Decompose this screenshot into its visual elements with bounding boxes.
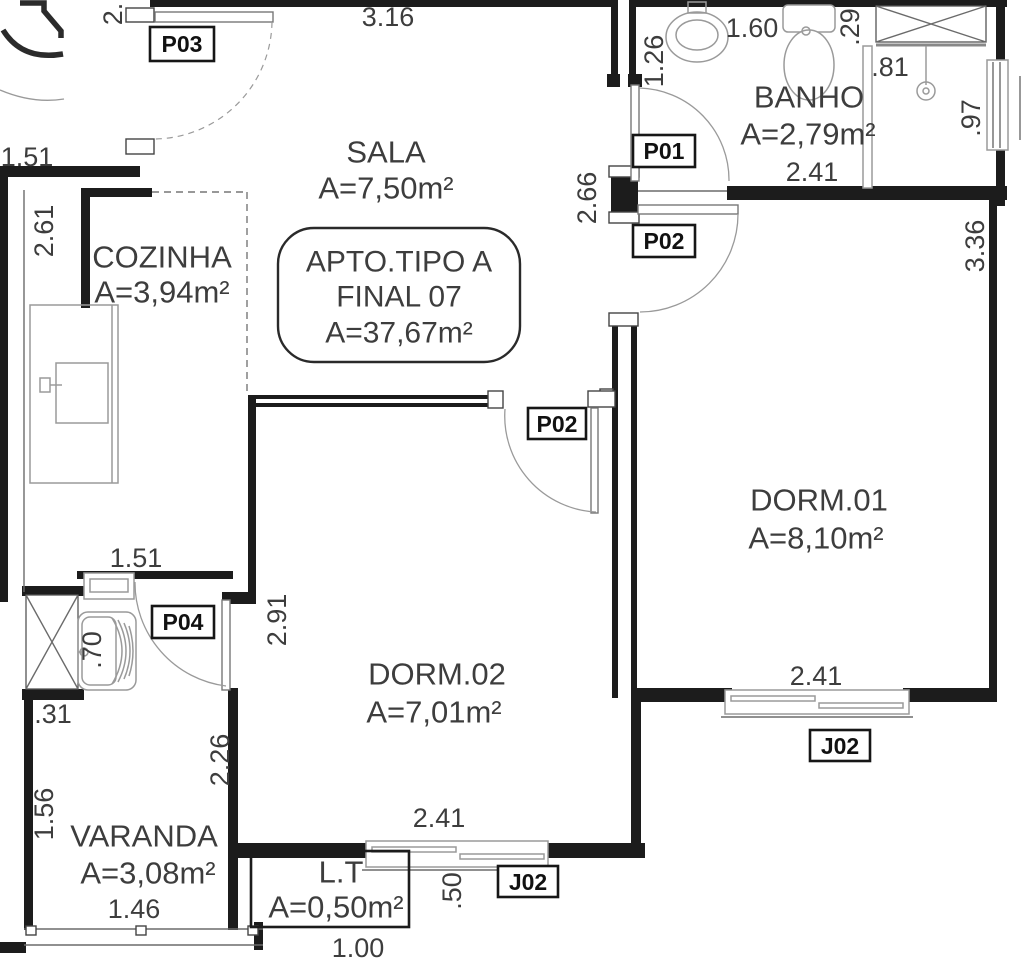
dim-top-left-cut: 2. <box>98 3 128 26</box>
dim-sala-top: 3.16 <box>362 2 415 32</box>
dim-varanda-width: 1.46 <box>108 894 161 924</box>
dimension-labels: 2. 3.16 1.51 2.61 1.26 1.60 .29 .81 .97 … <box>1 2 990 963</box>
door-swing-p02-dorm02 <box>504 408 597 513</box>
duct-hatch-icon <box>25 594 79 690</box>
dim-dorm02-height: 2.91 <box>262 594 292 647</box>
apto-line2: FINAL 07 <box>336 281 462 314</box>
doors <box>0 11 739 691</box>
dim-banho-sink: 1.60 <box>726 13 779 43</box>
tag-box-p02-hall <box>631 223 697 259</box>
shower-partition <box>862 45 873 189</box>
dim-banho-width: 2.41 <box>786 157 839 187</box>
jamb <box>487 390 504 409</box>
room-name-sala: SALA <box>346 135 426 170</box>
jamb <box>587 390 616 408</box>
lt-room-outline <box>249 849 411 929</box>
toilet-icon <box>782 4 836 101</box>
door-leaf-p01 <box>630 84 640 182</box>
door-leaf-p02-dorm02 <box>590 407 599 514</box>
duct-hatch-icon <box>875 5 987 47</box>
tag-p03: P03 <box>162 31 203 57</box>
jamb <box>125 138 155 155</box>
window-j02-dorm02 <box>362 840 552 871</box>
door-leaf-p04 <box>221 599 231 691</box>
tag-box-p01 <box>631 133 697 169</box>
dim-varanda-right: 2.26 <box>205 734 235 787</box>
dim-dorm02-window: 2.41 <box>413 803 466 833</box>
tag-box-j02-dorm02 <box>496 864 560 899</box>
tag-p02-dorm02: P02 <box>537 411 578 437</box>
tag-box-p03 <box>148 25 216 63</box>
thin-lines <box>23 76 1021 592</box>
hall-door-swing <box>0 89 65 101</box>
dim-dorm01-height: 3.36 <box>960 220 990 273</box>
dim-lt-width: 1.00 <box>332 933 385 963</box>
laundry-tank-icon <box>77 611 137 691</box>
dim-toilet-side: .29 <box>835 8 865 46</box>
door-swing-p03 <box>151 21 273 140</box>
apto-line3: A=37,67m² <box>325 317 473 350</box>
tag-p01: P01 <box>644 138 685 164</box>
jamb <box>608 312 639 327</box>
room-name-dorm01: DORM.01 <box>750 483 888 518</box>
window-banho <box>986 59 1009 151</box>
dim-dorm01-window: 2.41 <box>790 661 843 691</box>
dim-cozinha-height: 2.61 <box>29 205 59 258</box>
room-area-sala: A=7,50m² <box>318 171 453 206</box>
jamb <box>608 211 640 224</box>
dim-shaft-width: .31 <box>34 699 72 729</box>
window-laundry <box>83 572 135 600</box>
room-area-dorm01: A=8,10m² <box>748 521 883 556</box>
door-swing-p01 <box>638 87 730 182</box>
shower-icon <box>916 46 936 101</box>
tag-p02-hall: P02 <box>644 228 685 254</box>
jamb <box>125 7 155 23</box>
dim-hall-height: 2.66 <box>572 172 602 225</box>
door-leaf-p02-hall <box>637 204 739 215</box>
dim-shower-width: .81 <box>871 52 909 82</box>
sink-icon <box>665 1 729 63</box>
tag-j02-dorm01: J02 <box>821 733 859 759</box>
dim-lt-height: .50 <box>437 872 467 910</box>
room-area-banho: A=2,79m² <box>740 117 875 152</box>
kitchen-sink-icon <box>29 304 119 484</box>
door-window-tags: P03 P01 P02 P02 P04 J02 J02 <box>148 25 872 899</box>
room-area-varanda: A=3,08m² <box>80 856 215 891</box>
window-j02-dorm01 <box>721 689 913 718</box>
room-name-banho: BANHO <box>754 80 864 115</box>
room-area-dorm02: A=7,01m² <box>366 695 501 730</box>
varanda-railing <box>24 925 263 946</box>
room-area-cozinha: A=3,94m² <box>94 275 229 310</box>
tag-j02-dorm02: J02 <box>509 869 547 895</box>
tag-box-j02-dorm01 <box>808 728 872 763</box>
dim-varanda-left: 1.56 <box>29 788 59 841</box>
door-swing-p02-hall <box>639 213 739 313</box>
door-leaf-p03 <box>154 11 274 23</box>
dim-tank-width: .70 <box>77 631 107 669</box>
windows-group <box>83 59 1009 871</box>
room-name-varanda: VARANDA <box>70 819 218 854</box>
room-area-lt: A=0,50m² <box>268 890 403 925</box>
tag-p04: P04 <box>163 609 204 635</box>
door-jambs <box>125 7 640 409</box>
dim-laundry-top: 1.51 <box>110 543 163 573</box>
room-name-lt: L.T <box>319 855 364 890</box>
door-swing-p04 <box>134 581 227 687</box>
apto-line1: APTO.TIPO A <box>306 246 492 279</box>
room-name-cozinha: COZINHA <box>92 240 232 275</box>
room-name-dorm02: DORM.02 <box>368 657 506 692</box>
dim-hall-top: 1.51 <box>1 142 54 172</box>
apartment-title-box: APTO.TIPO A FINAL 07 A=37,67m² <box>276 226 522 364</box>
tag-box-p04 <box>150 604 216 640</box>
room-labels: SALA A=7,50m² COZINHA A=3,94m² BANHO A=2… <box>70 80 888 925</box>
wheelchair-icon <box>0 0 64 58</box>
dim-shower-window: .97 <box>956 99 986 137</box>
dim-banho-entry: 1.26 <box>639 35 669 88</box>
tag-box-p02-dorm02 <box>526 406 588 441</box>
